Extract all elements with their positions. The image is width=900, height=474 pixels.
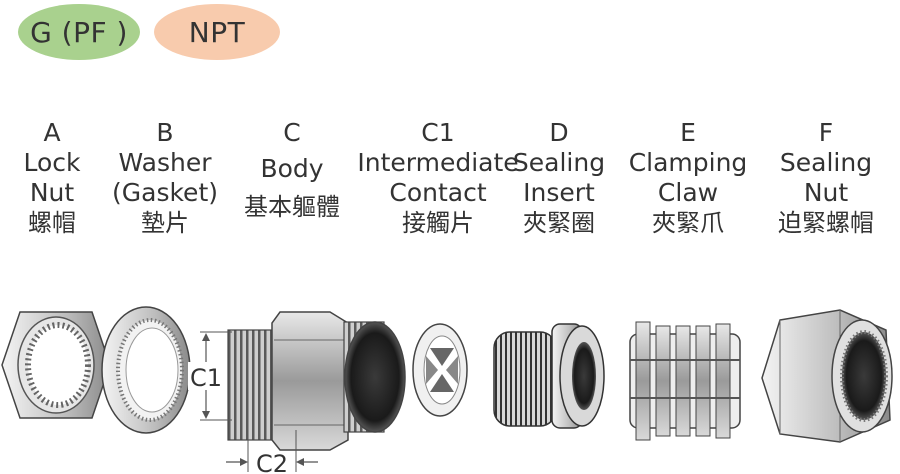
washer-illustration [101,306,191,434]
part-b-name-2: (Gasket) [112,178,218,207]
part-f-letter: F [818,118,834,147]
part-a-name-2: Nut [29,178,75,207]
part-d-letter: D [549,118,569,147]
part-label-b: B Washer (Gasket) 墊片 [112,118,218,238]
part-c-chinese: 基本軀體 [244,193,340,221]
part-d-name-2: Insert [523,178,595,207]
part-label-e: E Clamping Claw 夾緊爪 [629,118,748,238]
lock-nut-illustration [1,311,111,419]
part-label-c: C Body 基本軀體 [244,118,340,222]
body-illustration [227,311,406,451]
part-e-letter: E [680,118,696,147]
part-e-name-1: Clamping [628,148,748,177]
part-f-name-2: Nut [803,178,849,207]
part-c1-chinese: 接觸片 [401,209,474,237]
part-c1-name-1: Intermediate [357,148,519,177]
part-b-name-1: Washer [118,148,212,177]
part-a-name-1: Lock [23,148,81,177]
part-d-chinese: 夾緊圈 [523,209,595,237]
npt-badge: NPT [154,4,280,60]
c1-dimension-label: C1 [190,364,222,392]
dimension-c2: C2 [226,430,318,474]
part-e-name-2: Claw [657,178,719,207]
part-c-name-1: Body [260,154,324,183]
c2-dimension-label: C2 [256,450,288,474]
part-label-d: D Sealing Insert 夾緊圈 [513,118,605,238]
sealing-insert-illustration [493,323,605,429]
g-pf-badge: G (PF ) [18,4,140,60]
part-f-chinese: 迫緊螺帽 [778,209,874,237]
part-label-a: A Lock Nut 螺帽 [23,118,80,238]
part-b-chinese: 墊片 [141,209,189,237]
part-label-f: F Sealing Nut 迫緊螺帽 [778,118,874,238]
part-c1-name-2: Contact [389,178,487,207]
npt-badge-label: NPT [188,15,246,49]
part-f-name-1: Sealing [779,148,873,177]
sealing-nut-illustration [761,309,893,443]
part-label-c1: C1 Intermediate Contact 接觸片 [357,118,518,238]
part-c-letter: C [283,118,301,147]
part-a-letter: A [43,118,61,147]
intermediate-contact-illustration [412,323,468,417]
part-a-chinese: 螺帽 [27,209,76,237]
clamping-claw-illustration [629,321,741,441]
dimension-c1: C1 [188,331,232,421]
g-pf-badge-label: G (PF ) [30,15,128,49]
part-d-name-1: Sealing [512,148,606,177]
part-c1-letter: C1 [421,118,455,147]
part-b-letter: B [156,118,174,147]
part-e-chinese: 夾緊爪 [651,209,724,237]
